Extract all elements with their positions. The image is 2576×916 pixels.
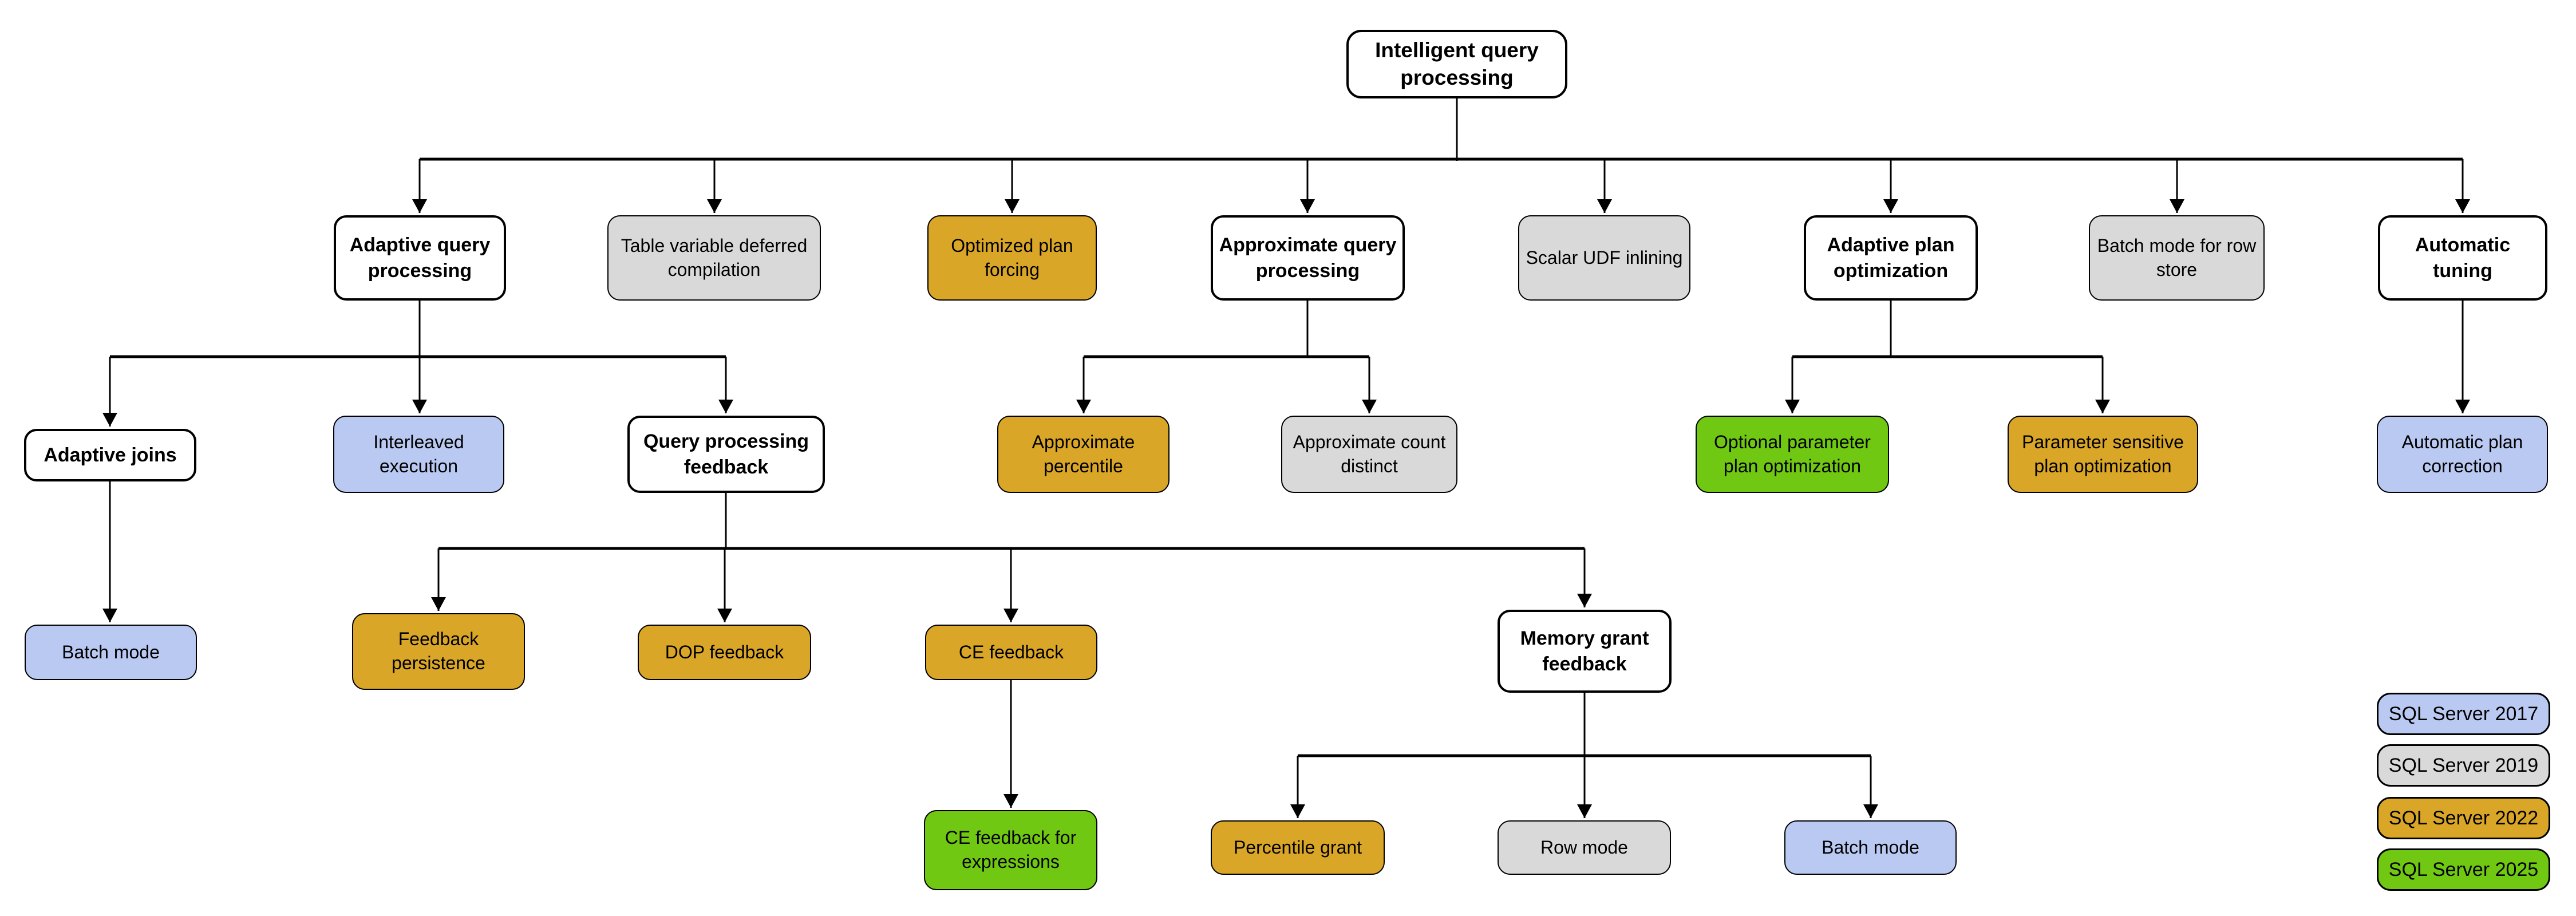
node-query-processing-feedback: Query processing feedback — [627, 416, 825, 493]
node-automatic-plan-correction: Automatic plan correction — [2377, 416, 2548, 493]
node-interleaved-execution: Interleaved execution — [333, 416, 504, 493]
node-batch-mode-adaptive-joins: Batch mode — [25, 625, 197, 680]
node-adaptive-joins: Adaptive joins — [24, 429, 196, 481]
legend-sql-server-2019: SQL Server 2019 — [2377, 744, 2550, 787]
node-adaptive-plan-optimization: Adaptive plan optimization — [1804, 215, 1978, 301]
node-table-variable-deferred-compilation: Table variable deferred compilation — [607, 215, 821, 301]
node-optional-parameter-plan-optimization: Optional parameter plan optimization — [1696, 416, 1889, 493]
node-percentile-grant: Percentile grant — [1211, 820, 1385, 875]
node-feedback-persistence: Feedback persistence — [352, 613, 525, 690]
legend-sql-server-2025: SQL Server 2025 — [2377, 848, 2550, 891]
node-automatic-tuning: Automatic tuning — [2378, 215, 2547, 301]
node-adaptive-query-processing: Adaptive query processing — [334, 215, 506, 301]
node-ce-feedback: CE feedback — [925, 625, 1097, 680]
node-batch-mode-memory-grant: Batch mode — [1784, 820, 1957, 875]
node-intelligent-query-processing: Intelligent query processing — [1346, 30, 1567, 98]
node-ce-feedback-for-expressions: CE feedback for expressions — [924, 810, 1097, 890]
legend-sql-server-2022: SQL Server 2022 — [2377, 797, 2550, 839]
node-parameter-sensitive-plan-optimization: Parameter sensitive plan optimization — [2008, 416, 2198, 493]
node-approximate-query-processing: Approximate query processing — [1211, 215, 1405, 301]
legend-sql-server-2017: SQL Server 2017 — [2377, 693, 2550, 735]
node-scalar-udf-inlining: Scalar UDF inlining — [1518, 215, 1690, 301]
node-dop-feedback: DOP feedback — [638, 625, 811, 680]
node-row-mode: Row mode — [1498, 820, 1671, 875]
node-memory-grant-feedback: Memory grant feedback — [1498, 610, 1672, 693]
node-approximate-count-distinct: Approximate count distinct — [1281, 416, 1457, 493]
node-approximate-percentile: Approximate percentile — [997, 416, 1170, 493]
node-optimized-plan-forcing: Optimized plan forcing — [927, 215, 1097, 301]
node-batch-mode-for-row-store: Batch mode for row store — [2089, 215, 2265, 301]
